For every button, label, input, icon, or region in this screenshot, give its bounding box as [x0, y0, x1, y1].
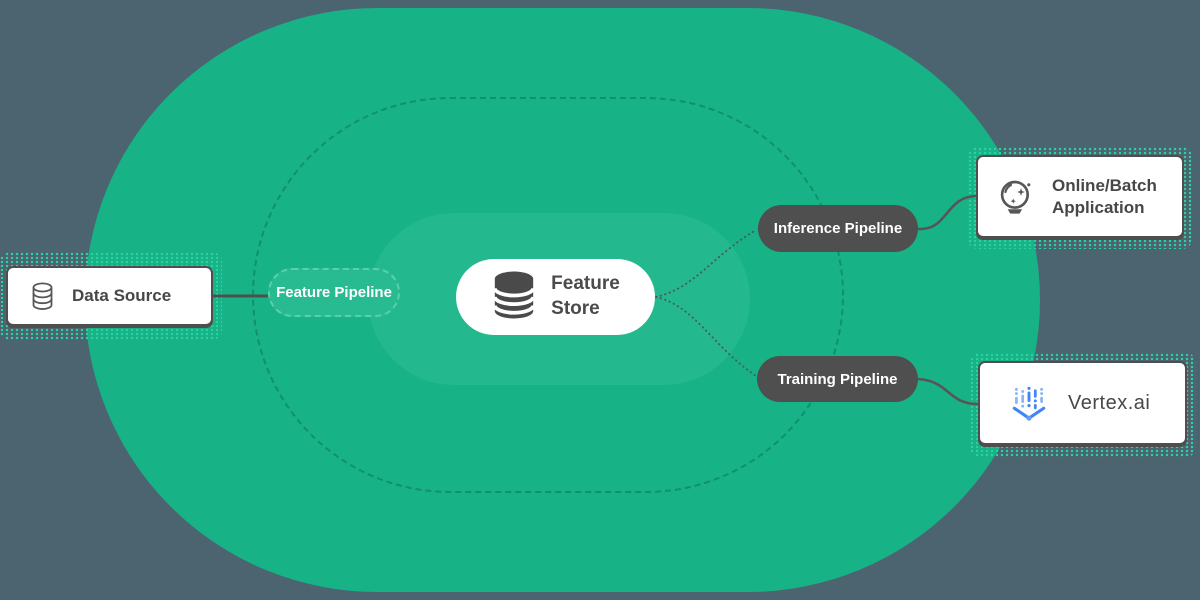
online-batch-application-node: Online/Batch Application	[976, 155, 1184, 238]
data-source-node: Data Source	[6, 266, 213, 326]
crystal-ball-icon	[996, 177, 1036, 217]
feature-store-label: Feature Store	[551, 273, 620, 319]
inference-pipeline-label: Inference Pipeline	[773, 220, 903, 237]
database-icon	[491, 269, 537, 326]
feature-store-node: Feature Store	[456, 259, 655, 335]
data-source-label: Data Source	[72, 286, 172, 306]
feature-pipeline-node: Feature Pipeline	[268, 268, 400, 317]
training-pipeline-label: Training Pipeline	[777, 370, 898, 388]
feature-pipeline-label: Feature Pipeline	[276, 284, 392, 301]
vertex-ai-label: Vertex.ai	[1068, 391, 1151, 414]
inference-pipeline-node: Inference Pipeline	[758, 205, 918, 252]
training-pipeline-node: Training Pipeline	[757, 356, 918, 402]
online-batch-application-label: Online/Batch Application	[1052, 176, 1157, 217]
vertex-ai-icon	[1008, 382, 1050, 424]
database-outline-icon	[29, 280, 56, 312]
vertex-ai-node: Vertex.ai	[978, 361, 1187, 445]
